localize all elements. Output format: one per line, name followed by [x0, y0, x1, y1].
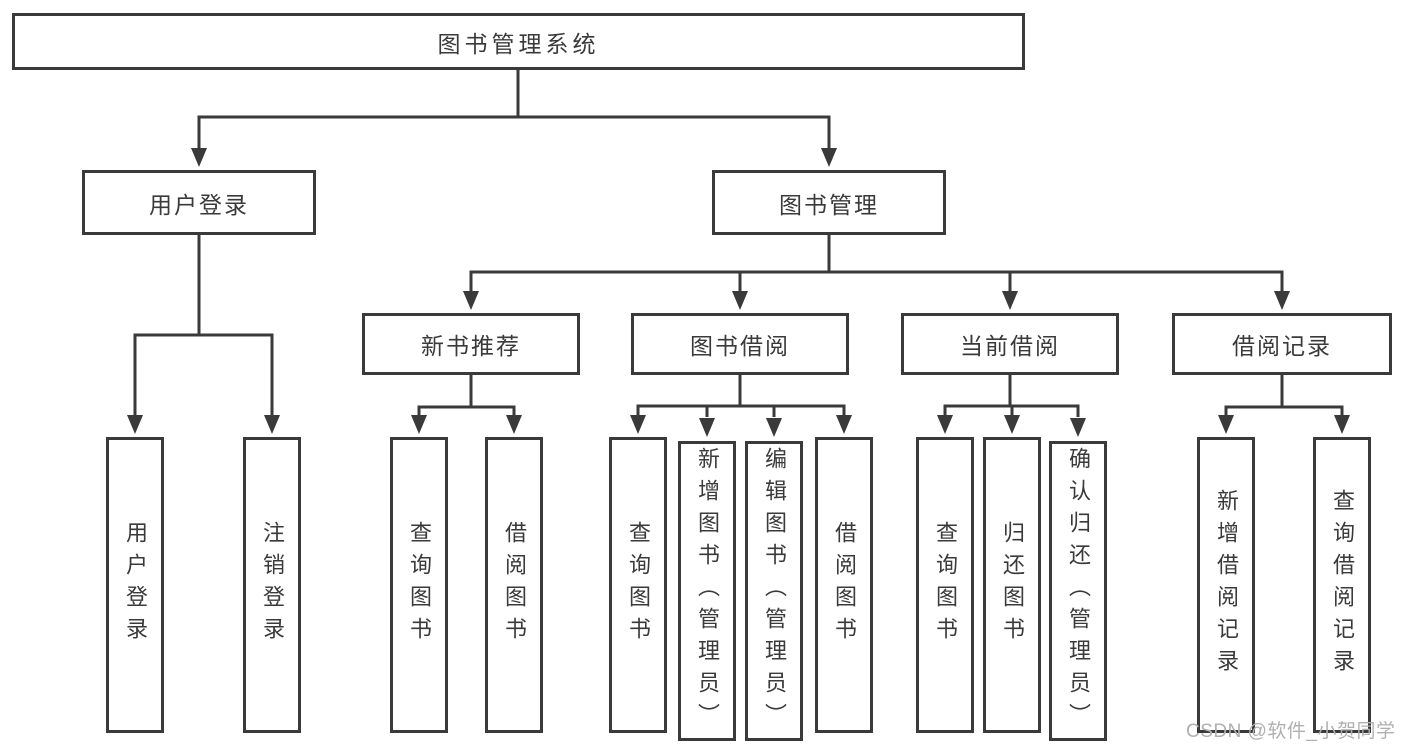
node-borrowing-records-label: 借阅记录 — [1232, 333, 1332, 359]
leaf-borrowing-query-book: 查询图书 — [609, 437, 667, 733]
node-book-management: 图书管理 — [712, 170, 946, 235]
leaf-current-confirm-return-admin: 确认归还（管理员） — [1049, 441, 1107, 741]
leaf-borrowing-edit-book-admin-label: 编辑图书（管理员） — [762, 447, 787, 735]
node-book-management-label: 图书管理 — [779, 191, 879, 218]
node-user-login-label: 用户登录 — [149, 191, 249, 218]
leaf-logout-label: 注销登录 — [260, 521, 285, 649]
leaf-borrowing-borrow-book: 借阅图书 — [815, 437, 873, 733]
node-root-label: 图书管理系统 — [437, 30, 600, 57]
leaf-records-add-record: 新增借阅记录 — [1197, 437, 1255, 733]
leaf-logout: 注销登录 — [243, 437, 301, 733]
leaf-borrowing-edit-book-admin: 编辑图书（管理员） — [745, 441, 803, 741]
leaf-borrowing-borrow-book-label: 借阅图书 — [832, 521, 857, 649]
leaf-borrowing-add-book-admin: 新增图书（管理员） — [678, 441, 736, 741]
node-root: 图书管理系统 — [12, 13, 1025, 70]
watermark: CSDN @软件_小贺同学 — [1186, 721, 1396, 742]
leaf-current-query-book: 查询图书 — [916, 437, 974, 733]
leaf-user-login-label: 用户登录 — [123, 521, 148, 649]
leaf-recommend-query-book: 查询图书 — [390, 437, 448, 733]
node-book-borrowing-label: 图书借阅 — [690, 333, 790, 359]
leaf-records-query-record: 查询借阅记录 — [1313, 437, 1371, 733]
leaf-recommend-borrow-book: 借阅图书 — [485, 437, 543, 733]
leaf-records-add-record-label: 新增借阅记录 — [1214, 489, 1239, 681]
leaf-current-return-book-label: 归还图书 — [1000, 521, 1025, 649]
node-new-book-recommend-label: 新书推荐 — [421, 333, 521, 359]
leaf-recommend-query-book-label: 查询图书 — [407, 521, 432, 649]
leaf-borrowing-add-book-admin-label: 新增图书（管理员） — [695, 447, 720, 735]
leaf-current-return-book: 归还图书 — [983, 437, 1041, 733]
node-current-borrowing-label: 当前借阅 — [960, 333, 1060, 359]
node-user-login: 用户登录 — [82, 170, 316, 235]
leaf-records-query-record-label: 查询借阅记录 — [1330, 489, 1355, 681]
node-new-book-recommend: 新书推荐 — [362, 313, 580, 375]
leaf-recommend-borrow-book-label: 借阅图书 — [502, 521, 527, 649]
node-book-borrowing: 图书借阅 — [631, 313, 849, 375]
node-current-borrowing: 当前借阅 — [901, 313, 1119, 375]
node-borrowing-records: 借阅记录 — [1172, 313, 1392, 375]
leaf-user-login: 用户登录 — [106, 437, 164, 733]
leaf-current-confirm-return-admin-label: 确认归还（管理员） — [1066, 447, 1091, 735]
leaf-current-query-book-label: 查询图书 — [933, 521, 958, 649]
leaf-borrowing-query-book-label: 查询图书 — [626, 521, 651, 649]
